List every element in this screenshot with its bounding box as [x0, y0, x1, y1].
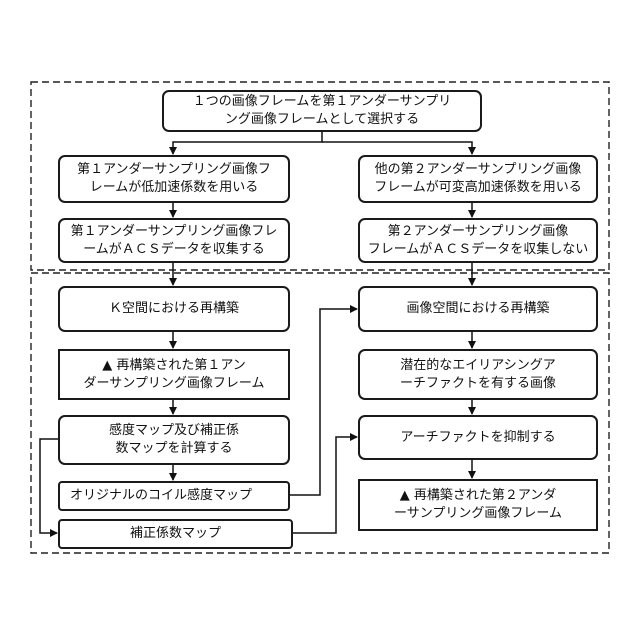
k-space-recon-box: Ｋ空間における再構築 — [58, 286, 290, 332]
split-arrow-left — [173, 131, 322, 154]
image-space-recon-box: 画像空間における再構築 — [358, 286, 598, 332]
arrow-original-to-imagespace — [290, 309, 357, 495]
suppress-artifact-box: アーチファクトを抑制する — [358, 415, 598, 460]
select-frame-box: １つの画像フレームを第１アンダーサンプリ ング画像フレームとして選択する — [162, 90, 482, 132]
right-accel-box: 他の第２アンダーサンプリング画像 フレームが可変高加速係数を用いる — [358, 155, 598, 203]
recon-second-frame-box: ▲ 再構築された第２アンダ ーサンプリング画像フレーム — [358, 479, 598, 531]
right-acs-box: 第２アンダーサンプリング画像 フレームがＡＣＳデータを収集しない — [358, 218, 598, 263]
correction-map-box: 補正係数マップ — [58, 519, 293, 549]
arrow-calc-to-correction — [40, 439, 58, 533]
calc-maps-box: 感度マップ及び補正係 数マップを計算する — [58, 415, 290, 465]
arrow-correction-to-suppress — [293, 437, 357, 533]
original-coil-map-box: オリジナルのコイル感度マップ — [58, 481, 290, 511]
left-accel-box: 第１アンダーサンプリング画像フ レームが低加速係数を用いる — [58, 155, 290, 203]
split-arrow-right — [322, 142, 472, 154]
left-acs-box: 第１アンダーサンプリング画像フレ ームがＡＣＳデータを収集する — [58, 218, 290, 263]
alias-image-box: 潜在的なエイリアシングア ーチファクトを有する画像 — [358, 349, 598, 400]
recon-first-frame-box: ▲ 再構築された第１アン ダーサンプリング画像フレーム — [58, 349, 290, 400]
